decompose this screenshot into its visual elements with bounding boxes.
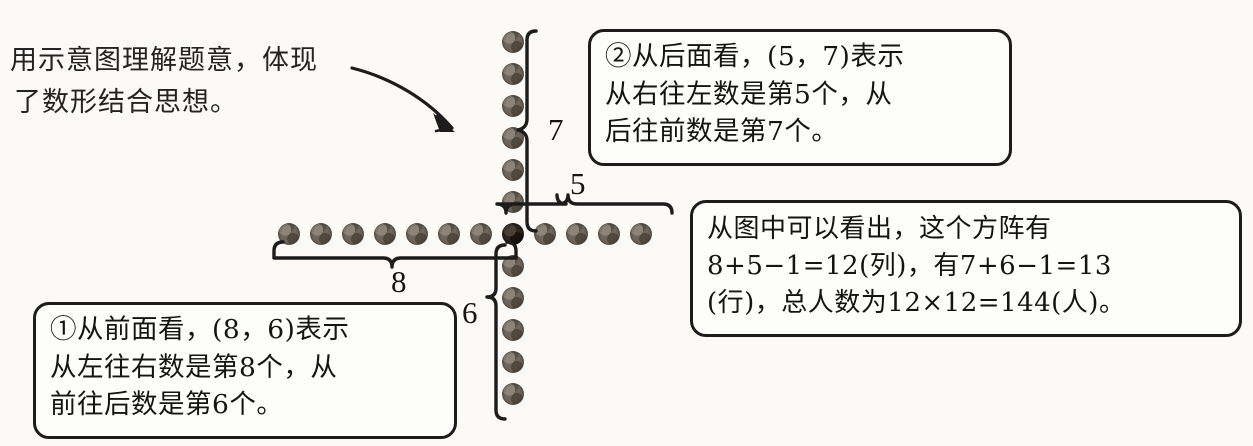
dot-left-2 xyxy=(438,223,460,245)
summary-box-line-2: 8+5−1=12(列)，有7+6−1=13 xyxy=(707,250,1112,281)
dot-below-5 xyxy=(502,383,524,405)
callout-box-two: ②从后面看，(5，7)表示 从右往左数是第5个，从 后往前数是第7个。 xyxy=(588,29,1012,166)
teaching-note-line-2: 了数形结合思想。 xyxy=(14,86,238,118)
dot-right-2 xyxy=(566,223,588,245)
summary-box: 从图中可以看出，这个方阵有 8+5−1=12(列)，有7+6−1=13 (行)，… xyxy=(690,200,1242,337)
dot-above-5 xyxy=(502,63,524,85)
callout-box-two-line-2: 从右往左数是第5个，从 xyxy=(605,78,893,110)
brace-label-7: 7 xyxy=(548,112,564,147)
teaching-note-line-1: 用示意图理解题意，体现 xyxy=(10,45,318,76)
summary-box-line-1: 从图中可以看出，这个方阵有 xyxy=(707,214,1052,244)
callout-box-one: ①从前面看，(8，6)表示 从左往右数是第8个，从 前往后数是第6个。 xyxy=(33,302,457,439)
dot-left-3 xyxy=(406,223,428,245)
teaching-note: 用示意图理解题意，体现 了数形结合思想。 xyxy=(10,40,450,124)
dot-above-1 xyxy=(502,191,524,213)
dot-left-4 xyxy=(374,223,396,245)
dot-right-4 xyxy=(630,223,652,245)
callout-box-one-line-1: ①从前面看，(8，6)表示 xyxy=(50,314,350,345)
brace-label-8: 8 xyxy=(391,264,407,299)
callout-box-one-line-2: 从左往右数是第8个，从 xyxy=(50,351,338,383)
summary-box-line-3: (行)，总人数为12×12=144(人)。 xyxy=(707,287,1126,318)
callout-box-two-line-3: 后往前数是第7个。 xyxy=(605,116,839,148)
dot-right-1 xyxy=(534,223,556,245)
dot-below-4 xyxy=(502,351,524,373)
dot-left-5 xyxy=(342,223,364,245)
dot-left-1 xyxy=(470,223,492,245)
callout-box-one-line-3: 前往后数是第6个。 xyxy=(50,389,284,421)
dot-left-7 xyxy=(278,223,300,245)
dot-above-2 xyxy=(502,159,524,181)
dot-above-4 xyxy=(502,95,524,117)
brace-label-6: 6 xyxy=(462,295,478,330)
dot-right-3 xyxy=(598,223,620,245)
callout-box-two-line-1: ②从后面看，(5，7)表示 xyxy=(605,41,905,72)
dot-left-6 xyxy=(310,223,332,245)
brace-label-5: 5 xyxy=(570,166,586,201)
dot-below-2 xyxy=(502,287,524,309)
dot-center-highlighted xyxy=(502,223,524,245)
dot-above-3 xyxy=(502,127,524,149)
dot-below-3 xyxy=(502,319,524,341)
dot-above-6 xyxy=(502,31,524,53)
dot-below-1 xyxy=(502,255,524,277)
